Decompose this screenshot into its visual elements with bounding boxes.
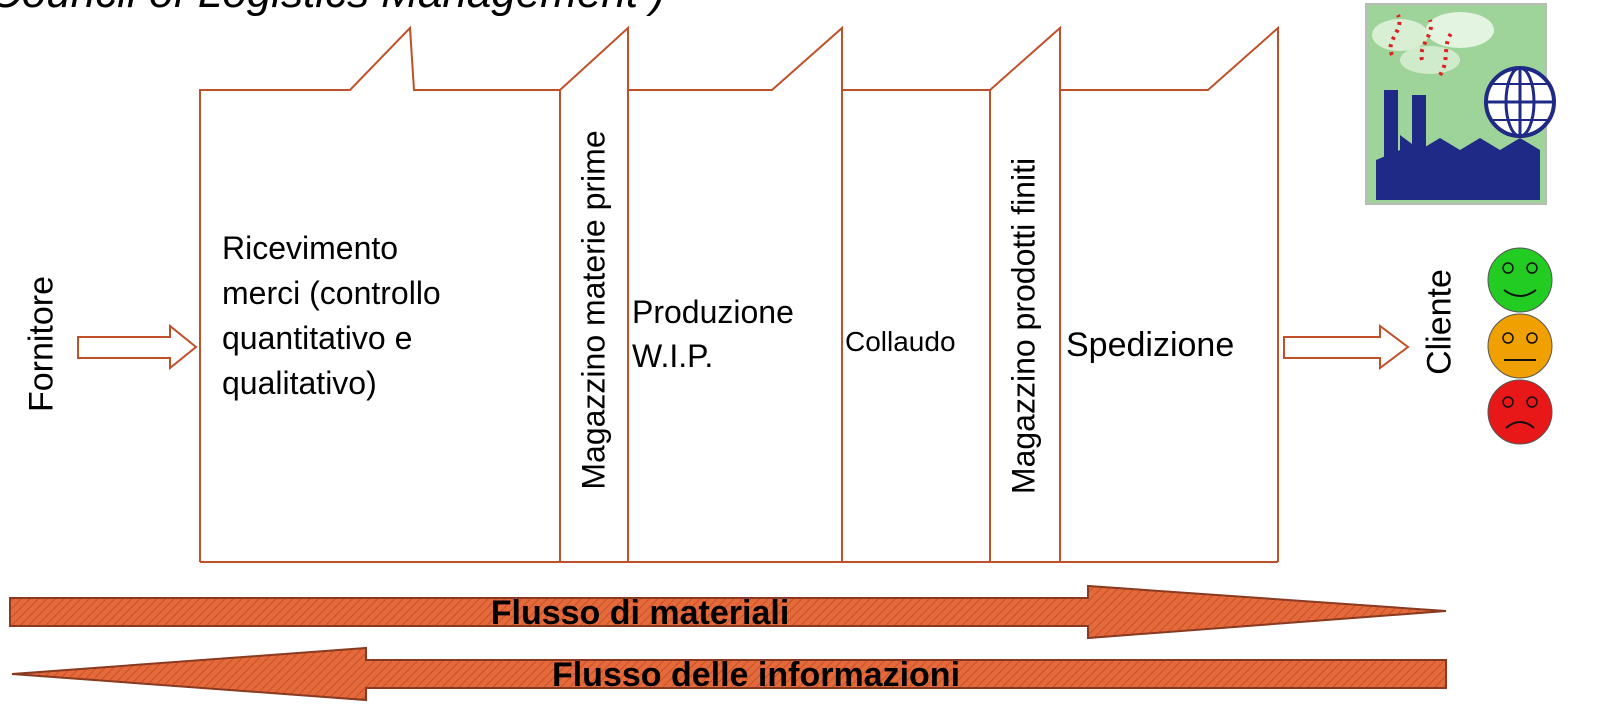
factory-globe-icon — [1365, 3, 1556, 205]
information-flow-label: Flusso delle informazioni — [551, 656, 961, 694]
customer-arrow — [1283, 324, 1410, 370]
shipping-box — [1060, 25, 1279, 562]
raw-materials-warehouse-label: Magazzino materie prime — [575, 130, 612, 490]
shipping-label: Spedizione — [1066, 326, 1235, 364]
page-title: Council of Logistics Management ) — [0, 0, 665, 18]
production-label: Produzione W.I.P. — [632, 294, 794, 374]
testing-label: Collaudo — [845, 326, 956, 357]
receiving-box — [199, 25, 560, 562]
neutral-face-icon — [1487, 313, 1553, 379]
receiving-label: Ricevimento merci (controllo quantitativ… — [222, 230, 441, 401]
supplier-arrow — [77, 323, 198, 371]
customer-label: Cliente — [1420, 269, 1459, 375]
sad-face-icon — [1487, 379, 1553, 445]
process-boxes — [199, 25, 1279, 563]
finished-goods-warehouse-label: Magazzino prodotti finiti — [1005, 157, 1042, 495]
finished-goods-box — [989, 25, 1061, 562]
information-flow-arrow — [11, 646, 1447, 702]
raw-materials-box — [559, 25, 629, 562]
materials-flow-arrow — [9, 584, 1447, 640]
production-box — [628, 25, 843, 562]
happy-face-icon — [1487, 247, 1553, 313]
supplier-label: Fornitore — [22, 275, 61, 413]
materials-flow-label: Flusso di materiali — [490, 594, 790, 632]
